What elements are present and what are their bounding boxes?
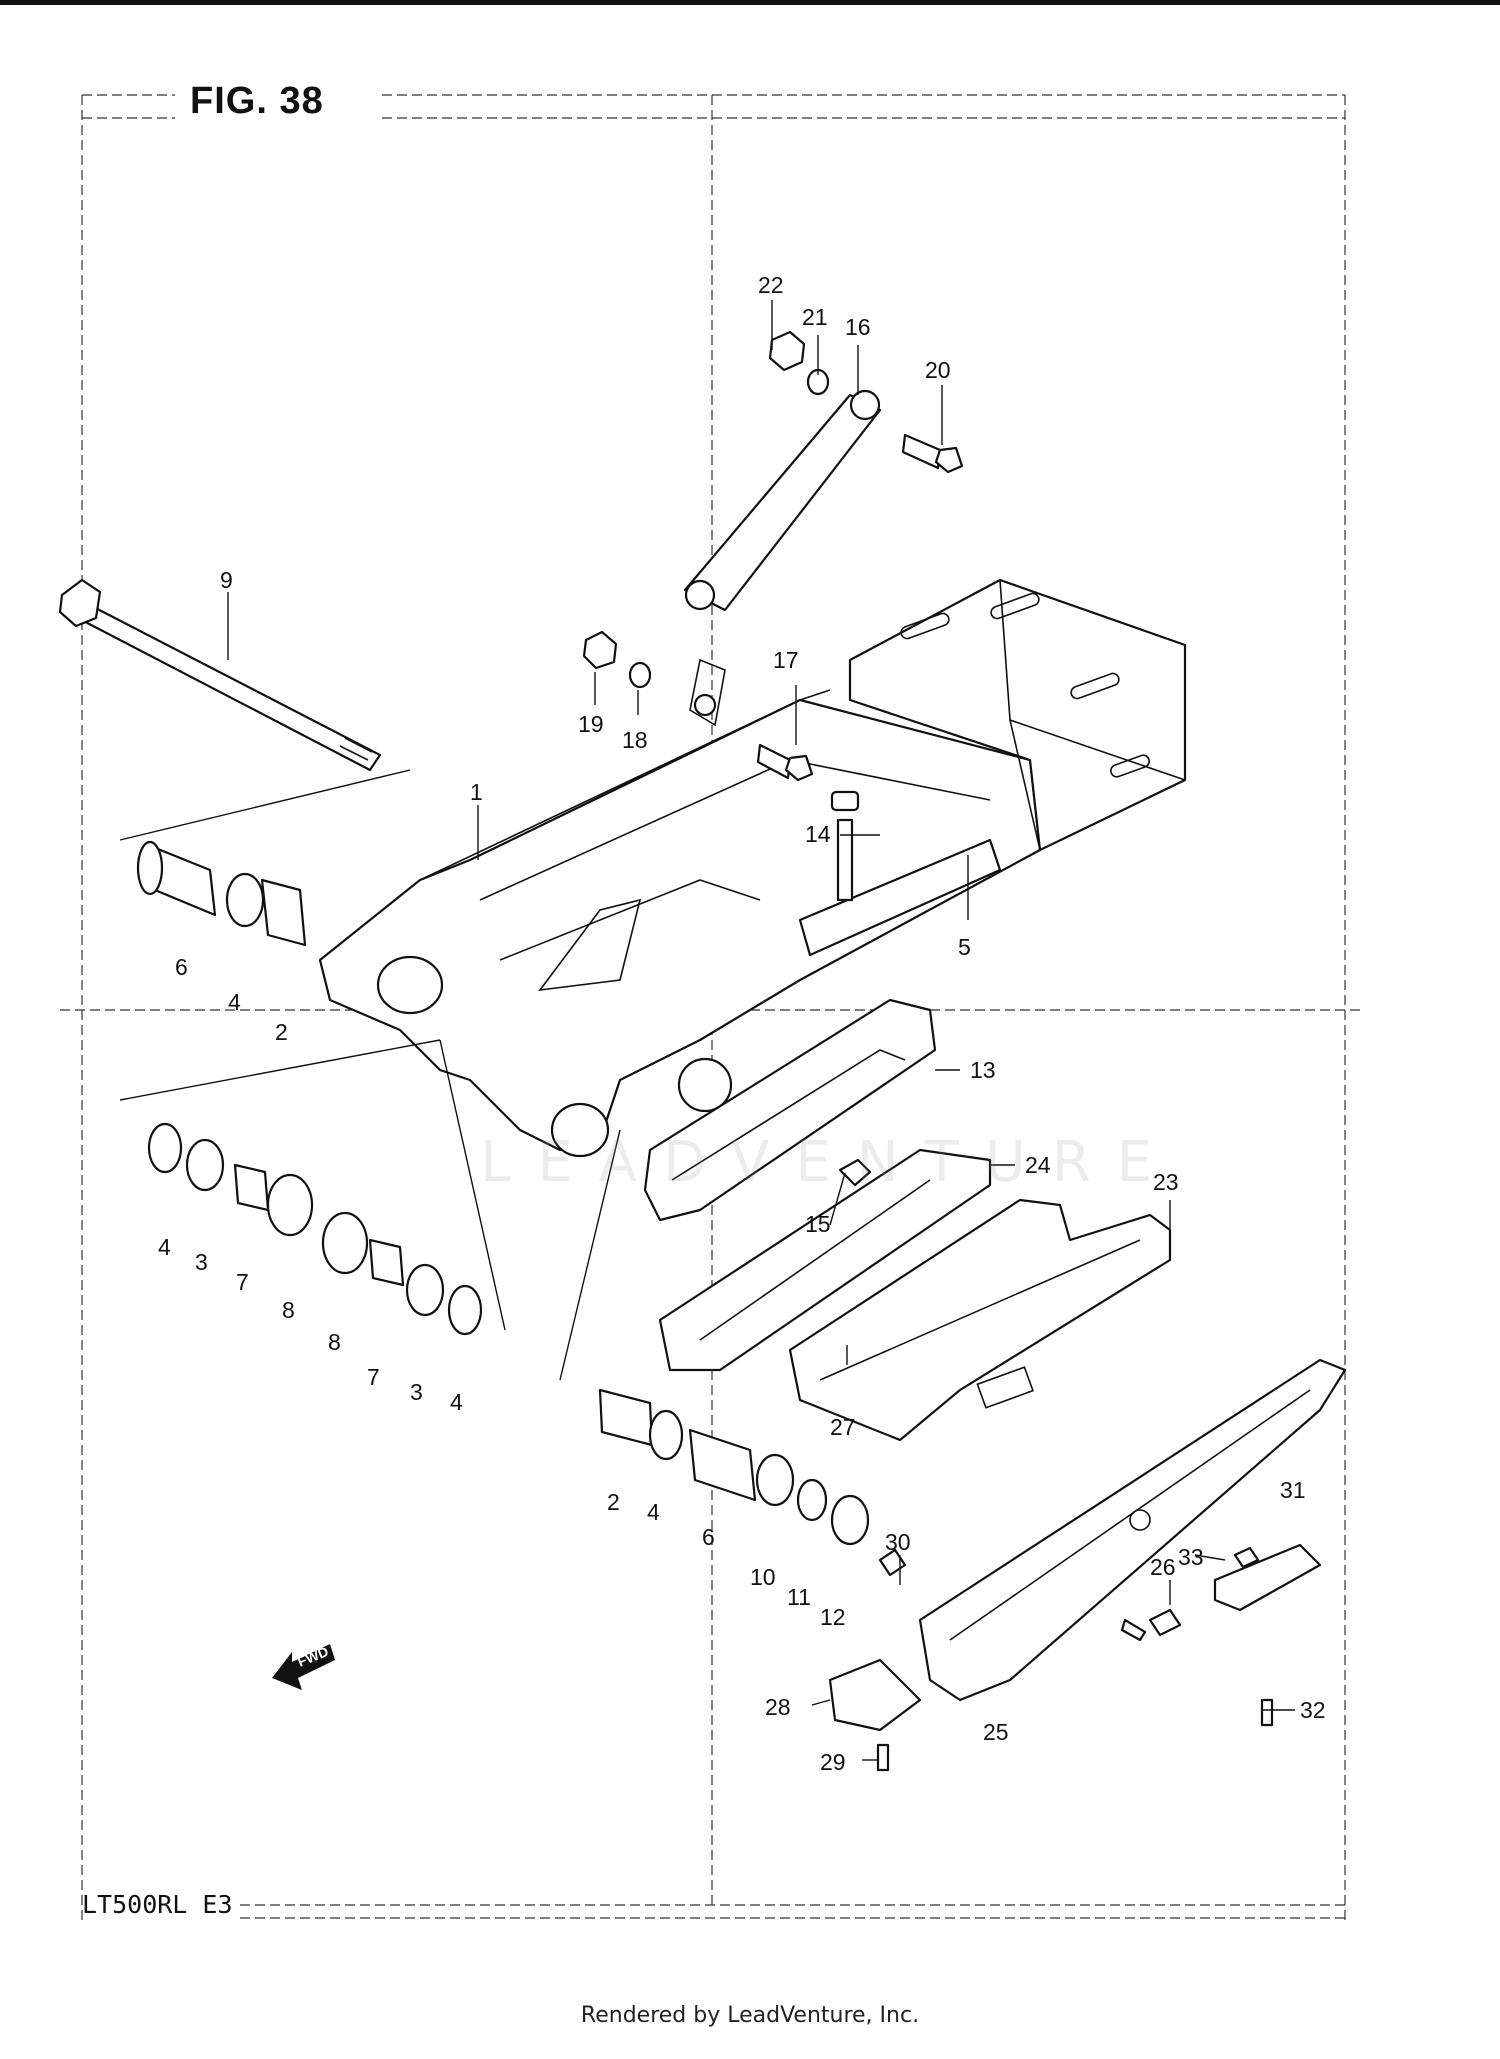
- callout-1: 1: [470, 779, 483, 805]
- callout-15: 15: [805, 1211, 831, 1237]
- fwd-arrow-icon: FWD: [272, 1643, 335, 1690]
- callout-5: 5: [958, 934, 971, 960]
- callout-6a: 6: [175, 954, 188, 980]
- left-bushings: [119, 769, 506, 1336]
- top-border: [0, 0, 1500, 5]
- right-bushings: [559, 1129, 870, 1546]
- callout-16: 16: [845, 314, 871, 340]
- callout-14: 14: [805, 821, 831, 847]
- footer-credit: Rendered by LeadVenture, Inc.: [580, 2003, 920, 2028]
- callout-2b: 2: [607, 1489, 620, 1515]
- callout-7a: 7: [236, 1269, 249, 1295]
- callout-6b: 6: [702, 1524, 715, 1550]
- callout-28: 28: [765, 1694, 791, 1720]
- callout-12: 12: [820, 1604, 846, 1630]
- pivot-shaft: [58, 578, 382, 772]
- callout-4b: 4: [158, 1234, 171, 1260]
- callout-25: 25: [983, 1719, 1009, 1745]
- callout-33: 33: [1178, 1544, 1204, 1570]
- callout-13: 13: [970, 1057, 996, 1083]
- chain-guard: [658, 1148, 992, 1372]
- callout-20: 20: [925, 357, 951, 383]
- callout-11: 11: [787, 1584, 811, 1610]
- swing-arm: [318, 578, 1187, 1158]
- callout-32: 32: [1300, 1697, 1326, 1723]
- callout-21: 21: [802, 304, 828, 330]
- skid-plate: [918, 1358, 1347, 1702]
- model-code: LT500RL E3: [82, 1890, 233, 1919]
- callout-22: 22: [758, 272, 784, 298]
- callout-31: 31: [1280, 1477, 1306, 1503]
- callout-4c: 4: [450, 1389, 463, 1415]
- callout-4d: 4: [647, 1499, 660, 1525]
- callout-24: 24: [1025, 1152, 1051, 1178]
- callout-leaders: [227, 300, 1295, 1761]
- callout-8b: 8: [328, 1329, 341, 1355]
- clips: [828, 1543, 1322, 1732]
- callout-9: 9: [220, 567, 233, 593]
- callout-29: 29: [820, 1749, 846, 1775]
- hardware: [582, 330, 1274, 1772]
- callout-19: 19: [578, 711, 604, 737]
- callout-27: 27: [830, 1414, 856, 1440]
- callout-2a: 2: [275, 1019, 288, 1045]
- callout-30: 30: [885, 1529, 911, 1555]
- callout-7b: 7: [367, 1364, 380, 1390]
- callout-4a: 4: [228, 989, 241, 1015]
- callout-10: 10: [750, 1564, 776, 1590]
- callout-labels: 1 2 2 3 3 4 4 4 4 5 6 6 7 7 8 8 9 10 11 …: [158, 272, 1326, 1775]
- chain-slider: [643, 998, 937, 1222]
- torque-rod: [683, 389, 882, 727]
- callout-23: 23: [1153, 1169, 1179, 1195]
- callout-17: 17: [773, 647, 799, 673]
- callout-3b: 3: [410, 1379, 423, 1405]
- callout-3a: 3: [195, 1249, 208, 1275]
- figure-title: FIG. 38: [190, 80, 324, 122]
- diagram-frame: [60, 94, 1365, 1920]
- callout-8a: 8: [282, 1297, 295, 1323]
- callout-18: 18: [622, 727, 648, 753]
- callout-26: 26: [1150, 1554, 1176, 1580]
- watermark-text: LEADVENTURE: [480, 1130, 1179, 1195]
